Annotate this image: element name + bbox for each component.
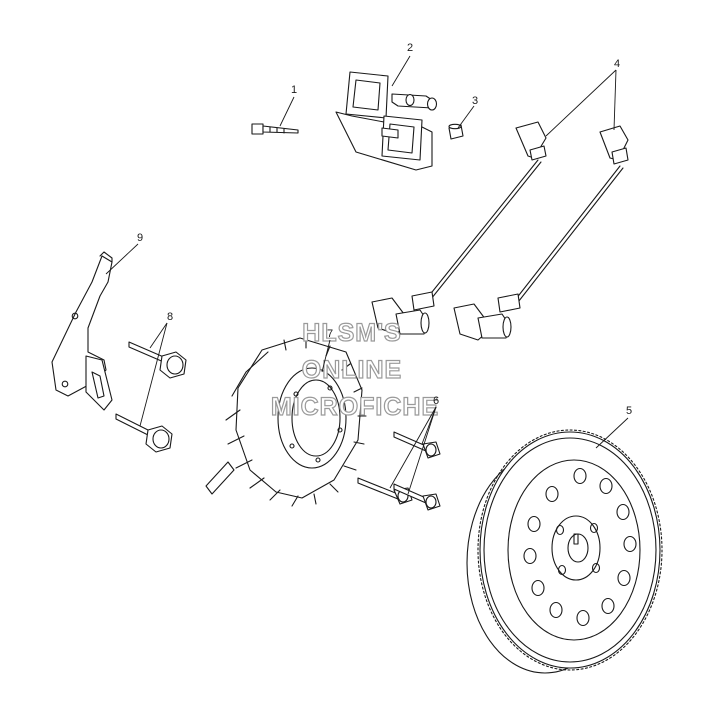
part-8-bolt-upper <box>128 341 187 379</box>
leader-lines <box>105 55 629 495</box>
watermark-line-2: ONLINE <box>302 356 402 384</box>
callout-2: 2 <box>407 42 413 54</box>
callout-7: 7 <box>327 328 333 340</box>
callout-8: 8 <box>167 311 173 323</box>
callout-5: 5 <box>626 405 632 417</box>
callouts: 1 2 3 4 5 6 7 8 9 <box>137 42 632 417</box>
part-3-spacer <box>448 123 464 140</box>
callout-4: 4 <box>614 58 620 70</box>
watermark-line-1: HLSM'S <box>302 319 401 347</box>
callout-3: 3 <box>472 95 478 107</box>
callout-1: 1 <box>291 84 297 96</box>
flywheel-holes <box>523 467 637 627</box>
watermark: HLSM'S ONLINE MICROFICHE <box>270 318 439 421</box>
callout-6: 6 <box>433 395 439 407</box>
watermark-line-3: MICROFICHE <box>271 393 439 421</box>
part-4-spark-plug-wire-left <box>371 121 547 335</box>
part-8-bolt-lower <box>115 413 173 453</box>
part-1-bolt <box>251 123 299 135</box>
part-6-bolt-top <box>393 431 441 459</box>
part-5-flywheel <box>466 429 663 674</box>
part-6-bolt-bottom <box>393 483 441 511</box>
part-4-spark-plug-wire-right <box>453 125 629 341</box>
callout-9: 9 <box>137 232 143 244</box>
part-2-ignition-coil <box>335 71 438 171</box>
part-7-stator <box>205 337 367 507</box>
part-9-bracket <box>51 251 113 411</box>
